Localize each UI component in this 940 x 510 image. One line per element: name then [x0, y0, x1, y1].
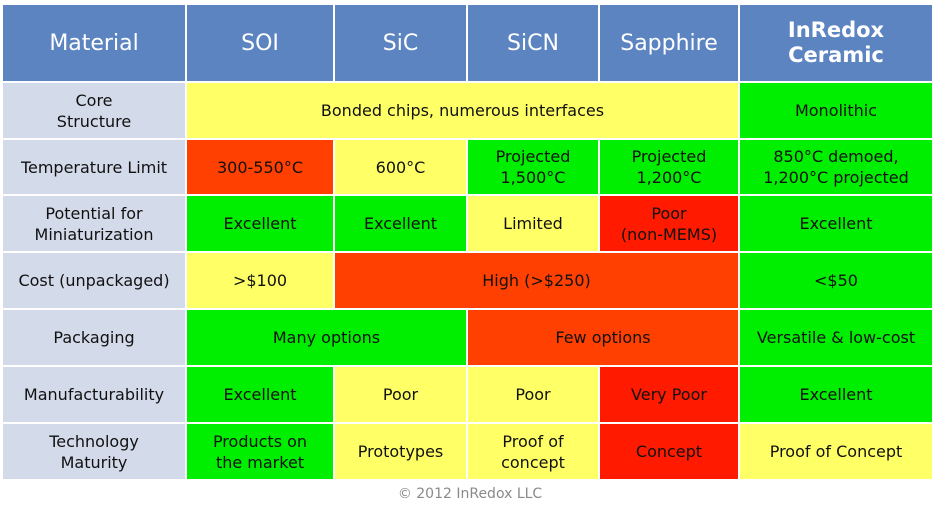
cell-core-structure-bonded: Bonded chips, numerous interfaces: [185, 81, 740, 140]
copyright-footer: © 2012 InRedox LLC: [397, 486, 543, 502]
header-inredox-line2: Ceramic: [788, 43, 884, 67]
cell-cost-high: High (>$250): [333, 251, 740, 310]
cell-temperature-sicn: Projected 1,500°C: [466, 138, 600, 196]
row-label-line2: Miniaturization: [34, 224, 154, 244]
cell-maturity-sic: Prototypes: [333, 422, 468, 481]
header-material: Material: [1, 3, 187, 83]
row-label-line2: Maturity: [60, 452, 128, 472]
cell-packaging-inredox: Versatile & low-cost: [738, 308, 934, 367]
cell-miniaturization-sicn: Limited: [466, 194, 600, 253]
header-inredox-line1: InRedox: [787, 18, 885, 42]
cell-line2: (non-MEMS): [620, 224, 718, 244]
cell-core-structure-inredox: Monolithic: [738, 81, 934, 140]
table-row-manufacturability: Manufacturability Excellent Poor Poor Ve…: [1, 365, 934, 424]
row-label-packaging: Packaging: [1, 308, 187, 367]
cell-manufacturability-soi: Excellent: [185, 365, 335, 424]
row-label-temperature-limit: Temperature Limit: [1, 138, 187, 196]
cell-line1: 850°C demoed,: [773, 147, 899, 166]
row-label-cost: Cost (unpackaged): [1, 251, 187, 310]
header-sic: SiC: [333, 3, 468, 83]
cell-cost-inredox: <$50: [738, 251, 934, 310]
row-label-manufacturability: Manufacturability: [1, 365, 187, 424]
cell-line1: Proof of: [502, 431, 564, 451]
header-sicn: SiCN: [466, 3, 600, 83]
cell-miniaturization-inredox: Excellent: [738, 194, 934, 253]
cell-line2: the market: [215, 452, 305, 472]
cell-line1: Products on: [212, 431, 308, 451]
cell-cost-soi: >$100: [185, 251, 335, 310]
cell-temperature-inredox: 850°C demoed, 1,200°C projected: [738, 138, 934, 196]
row-label-line1: Core: [75, 90, 113, 110]
cell-packaging-few-options: Few options: [466, 308, 740, 367]
table-row-temperature-limit: Temperature Limit 300-550°C 600°C Projec…: [1, 138, 934, 196]
cell-line1: Projected: [495, 147, 571, 166]
row-label-line2: Structure: [56, 111, 132, 131]
cell-miniaturization-sapphire: Poor(non-MEMS): [598, 194, 740, 253]
cell-line2: 1,200°C: [636, 168, 702, 187]
cell-manufacturability-sic: Poor: [333, 365, 468, 424]
cell-miniaturization-sic: Excellent: [333, 194, 468, 253]
cell-manufacturability-sapphire: Very Poor: [598, 365, 740, 424]
cell-maturity-inredox: Proof of Concept: [738, 422, 934, 481]
cell-line2: 1,200°C projected: [763, 168, 909, 187]
cell-miniaturization-soi: Excellent: [185, 194, 335, 253]
cell-manufacturability-inredox: Excellent: [738, 365, 934, 424]
cell-manufacturability-sicn: Poor: [466, 365, 600, 424]
cell-temperature-sic: 600°C: [333, 138, 468, 196]
cell-temperature-soi: 300-550°C: [185, 138, 335, 196]
cell-packaging-many-options: Many options: [185, 308, 468, 367]
header-soi: SOI: [185, 3, 335, 83]
cell-line1: Projected: [631, 147, 707, 166]
cell-line1: Poor: [651, 203, 687, 223]
cell-line2: 1,500°C: [500, 168, 566, 187]
cell-temperature-sapphire: Projected 1,200°C: [598, 138, 740, 196]
row-label-line1: Technology: [49, 431, 139, 451]
table-row-packaging: Packaging Many options Few options Versa…: [1, 308, 934, 367]
row-label-line1: Potential for: [45, 203, 143, 223]
cell-line2: concept: [501, 452, 565, 472]
header-sapphire: Sapphire: [598, 3, 740, 83]
table-row-cost: Cost (unpackaged) >$100 High (>$250) <$5…: [1, 251, 934, 310]
cell-maturity-sapphire: Concept: [598, 422, 740, 481]
